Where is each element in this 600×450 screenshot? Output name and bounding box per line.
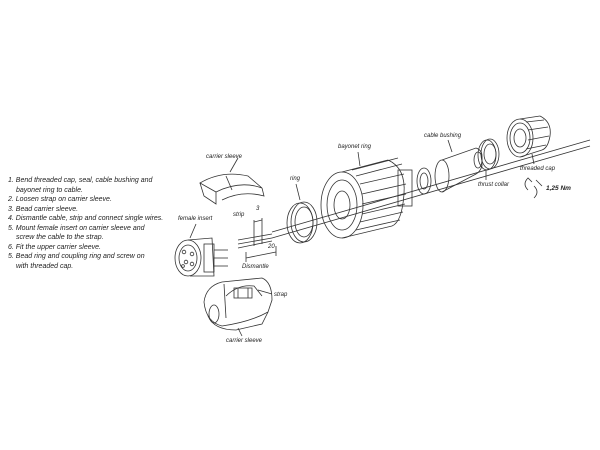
label-carrier-sleeve-bottom: carrier sleeve [226, 338, 263, 344]
female-insert [174, 237, 228, 277]
leader-line [229, 157, 239, 173]
instruction-line: 1. Bend threaded cap, seal, cable bushin… [8, 177, 153, 184]
cable [271, 139, 591, 239]
instruction-line: 5. Mount female insert on carrier sleeve… [8, 224, 145, 232]
assembly-instructions: 1. Bend threaded cap, seal, cable bushin… [8, 176, 178, 271]
label-threaded-cap: threaded cap [520, 166, 556, 172]
threaded-cap [506, 115, 551, 158]
instruction-line: bayonet ring to cable. [16, 186, 83, 194]
leader-line [357, 151, 361, 167]
instruction-line: 6. Fit the upper carrier sleeve. [8, 243, 101, 251]
label-ring: ring [290, 176, 301, 182]
leader-line [257, 289, 273, 295]
instruction-line: 5. Bead ring and coupling ring and screw… [8, 253, 145, 260]
label-strip: strip [233, 212, 245, 218]
instruction-line: with threaded cap. [16, 262, 74, 270]
label-cable-bushing: cable bushing [424, 133, 462, 139]
label-carrier-sleeve-top: carrier sleeve [206, 154, 243, 160]
leader-line [447, 139, 453, 153]
label-bayonet-ring: bayonet ring [338, 144, 372, 150]
label-female-insert: female insert [178, 216, 213, 222]
thrust-collar [477, 138, 500, 171]
leader-line [189, 223, 197, 239]
label-strip-length: 3 [256, 206, 260, 212]
instruction-line: 2. Loosen strap on carrier sleeve. [8, 196, 112, 203]
stripped-wires [237, 218, 277, 262]
instruction-line: 3. Bead carrier sleeve. [8, 205, 79, 213]
label-torque: 1,25 Nm [546, 185, 571, 192]
seal-ring [416, 167, 432, 195]
leader-line [237, 327, 243, 337]
cable-bushing [434, 147, 483, 193]
bayonet-ring [320, 157, 413, 239]
leader-line [531, 153, 535, 165]
ring [286, 201, 318, 244]
instruction-line: 4. Dismantle cable, strip and connect si… [8, 215, 164, 222]
label-thrust-collar: thrust collar [478, 182, 510, 188]
label-dismantle: Dismantle [242, 264, 269, 270]
torque-wrench-icon [524, 177, 543, 199]
carrier-sleeve-top [199, 173, 265, 205]
instruction-line: screw the cable to the strap. [16, 234, 104, 241]
label-strap: strap [274, 292, 288, 298]
leader-line [295, 183, 301, 201]
carrier-sleeve-bottom [203, 277, 273, 331]
label-dismantle-length: 20 [267, 244, 275, 250]
